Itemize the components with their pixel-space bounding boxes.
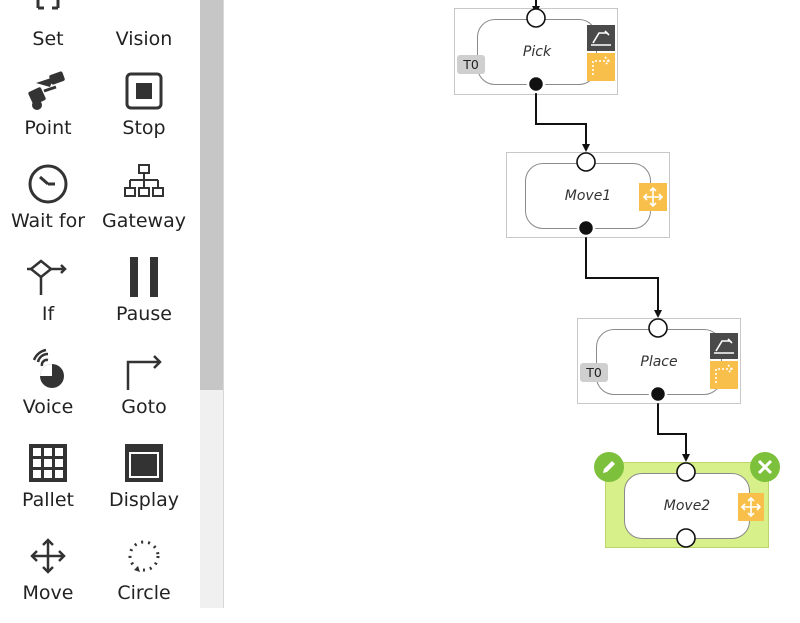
wait-for-icon	[0, 158, 96, 210]
node-label: Move2	[663, 498, 711, 514]
voice-icon	[0, 344, 96, 396]
point-icon	[0, 65, 96, 117]
palette-item-label: Voice	[22, 396, 74, 418]
move-path-icon[interactable]	[587, 53, 615, 81]
tool-tag: T0	[457, 55, 485, 74]
flow-canvas[interactable]: Pick T0 Move1 Place T0 Move2	[224, 0, 800, 608]
palette-item-wait-for[interactable]: Wait for	[0, 158, 96, 251]
palette-item-display[interactable]: Display	[96, 437, 192, 530]
edit-node-button[interactable]	[594, 452, 624, 482]
palette-item-if[interactable]: If	[0, 251, 96, 344]
palette-item-gateway[interactable]: Gateway	[96, 158, 192, 251]
edge-place-to-move2	[657, 394, 690, 462]
palette-item-vision[interactable]: Vision	[96, 0, 192, 69]
tool-palette: Set Vision Point Stop	[0, 0, 200, 608]
gateway-icon	[96, 158, 192, 210]
palette-item-label: Circle	[117, 582, 171, 604]
node-body[interactable]: Move1	[525, 163, 651, 229]
palette-item-voice[interactable]: Voice	[0, 344, 96, 437]
circle-icon	[96, 530, 192, 582]
palette-item-label: Move	[22, 582, 74, 604]
edge-move1-to-place	[585, 228, 662, 318]
gripper-icon[interactable]	[587, 25, 615, 51]
vision-icon	[96, 0, 192, 28]
display-icon	[96, 437, 192, 489]
node-output-port[interactable]	[576, 218, 596, 238]
move-path-icon[interactable]	[710, 361, 738, 389]
palette-item-label: Display	[108, 489, 180, 511]
palette-scrollbar[interactable]	[200, 0, 223, 608]
pencil-icon	[603, 461, 615, 473]
set-icon	[0, 0, 96, 28]
palette-item-stop[interactable]: Stop	[96, 65, 192, 158]
delete-node-button[interactable]	[750, 452, 780, 482]
node-output-port[interactable]	[526, 74, 546, 94]
node-label: Move1	[564, 188, 612, 204]
palette-item-label: Gateway	[102, 210, 186, 232]
goto-icon	[96, 344, 192, 396]
node-input-port[interactable]	[676, 462, 696, 482]
node-label: Place	[640, 354, 678, 370]
pause-icon	[96, 251, 192, 303]
palette-item-label: Pause	[116, 303, 172, 325]
node-output-port[interactable]	[648, 384, 668, 404]
move-icon[interactable]	[639, 183, 667, 211]
move-icon	[0, 530, 96, 582]
move-icon[interactable]	[738, 493, 764, 521]
node-input-port[interactable]	[648, 318, 668, 338]
palette-item-label: If	[41, 303, 55, 325]
palette-item-pallet[interactable]: Pallet	[0, 437, 96, 530]
close-icon	[757, 459, 773, 475]
canvas-divider	[223, 0, 224, 608]
node-body[interactable]: Move2	[624, 473, 750, 539]
pallet-icon	[0, 437, 96, 489]
node-input-port[interactable]	[526, 8, 546, 28]
tool-tag: T0	[580, 363, 608, 382]
palette-item-label: Goto	[121, 396, 167, 418]
palette-item-label: Vision	[115, 28, 173, 50]
palette-item-goto[interactable]: Goto	[96, 344, 192, 437]
node-output-port[interactable]	[676, 528, 696, 548]
edge-pick-to-move1	[535, 84, 590, 152]
node-input-port[interactable]	[576, 152, 596, 172]
palette-item-label: Stop	[122, 117, 166, 139]
palette-item-set[interactable]: Set	[0, 0, 96, 69]
palette-item-pause[interactable]: Pause	[96, 251, 192, 344]
scrollbar-thumb[interactable]	[200, 0, 223, 390]
stop-icon	[96, 65, 192, 117]
gripper-icon[interactable]	[710, 333, 738, 359]
palette-item-label: Pallet	[22, 489, 74, 511]
if-icon	[0, 251, 96, 303]
palette-item-label: Wait for	[10, 210, 86, 232]
flow-connections	[526, 0, 696, 548]
palette-item-label: Set	[32, 28, 64, 50]
palette-item-label: Point	[24, 117, 72, 139]
node-label: Pick	[522, 44, 552, 60]
palette-item-circle[interactable]: Circle	[96, 530, 192, 623]
palette-item-point[interactable]: Point	[0, 65, 96, 158]
palette-item-move[interactable]: Move	[0, 530, 96, 623]
